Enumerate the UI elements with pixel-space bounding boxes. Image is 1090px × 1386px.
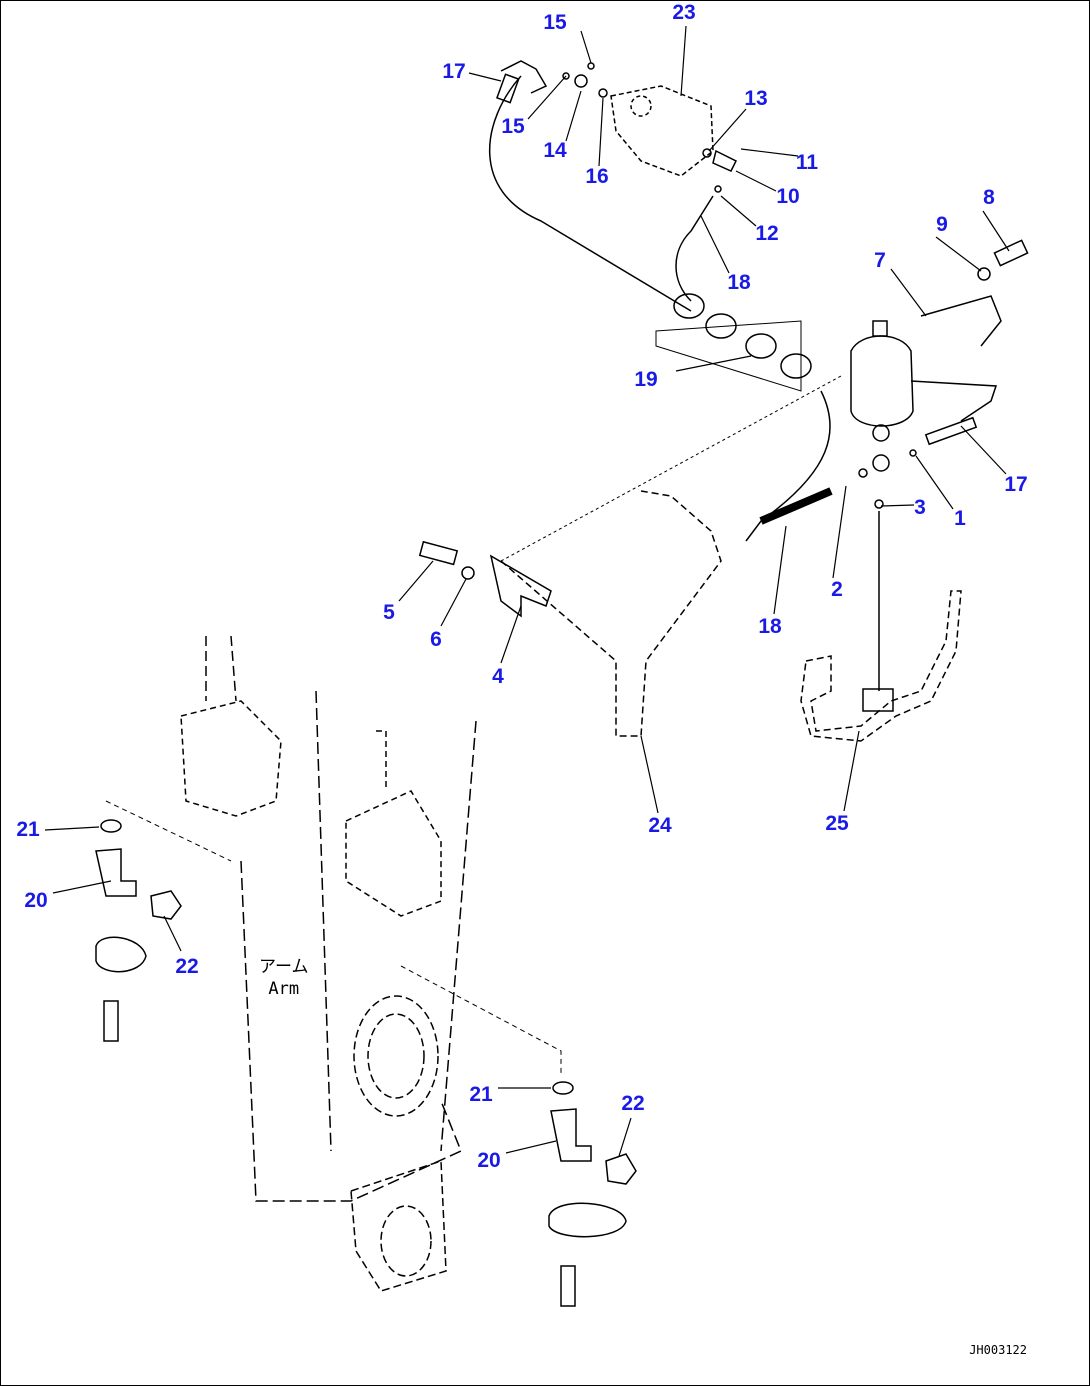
flange-25 — [862, 688, 894, 712]
hose-17-right — [910, 380, 998, 422]
pipe-25 — [800, 590, 962, 742]
callout-7: 7 — [874, 249, 886, 272]
bolt-right — [560, 1265, 576, 1307]
o-ring-21 — [100, 819, 122, 833]
callout-22: 22 — [175, 955, 199, 978]
arm-label: アーム Arm — [259, 956, 308, 1000]
arm-label-en: Arm — [268, 979, 300, 999]
callout-24: 24 — [648, 814, 672, 837]
callout-leaders — [44, 25, 1010, 1157]
hose-18 — [759, 487, 833, 525]
callout-23: 23 — [672, 1, 696, 24]
nut-22 — [150, 890, 182, 920]
bolt-8 — [993, 239, 1029, 267]
bracket-24 — [500, 490, 722, 737]
callout-17: 17 — [442, 60, 466, 83]
callout-2: 2 — [831, 578, 843, 601]
flange-half-b — [548, 1202, 627, 1238]
valve-23 — [610, 85, 714, 177]
accumulator — [850, 335, 914, 427]
callout-16: 16 — [585, 165, 609, 188]
callout-21: 21 — [469, 1083, 493, 1106]
hose-fitting — [500, 60, 548, 94]
callout-17: 17 — [1004, 473, 1028, 496]
hose-17 — [488, 75, 692, 312]
tee-1 — [872, 454, 890, 472]
callout-5: 5 — [383, 601, 395, 624]
callout-15: 15 — [501, 115, 525, 138]
arm-boss — [353, 995, 439, 1117]
callout-6: 6 — [430, 628, 442, 651]
washer-9 — [977, 267, 991, 281]
callout-8: 8 — [983, 186, 995, 209]
bolt-5 — [418, 540, 459, 566]
callout-20: 20 — [24, 889, 48, 912]
arm-label-jp: アーム — [259, 957, 309, 977]
callout-12: 12 — [755, 222, 779, 245]
elbow-20 — [95, 848, 137, 897]
hose-end-17 — [496, 73, 520, 104]
arm-joint-top — [180, 700, 282, 817]
callout-19: 19 — [634, 368, 658, 391]
callout-22: 22 — [621, 1092, 645, 1115]
bolt-left — [103, 1000, 119, 1042]
callout-3: 3 — [914, 496, 926, 519]
washer-6 — [461, 566, 475, 580]
bracket-4 — [489, 554, 552, 618]
nut-22b — [605, 1153, 637, 1185]
hose-end-17b — [924, 416, 978, 446]
callout-4: 4 — [492, 665, 504, 688]
arm-outline — [315, 690, 477, 1152]
callout-14: 14 — [543, 139, 567, 162]
callout-13: 13 — [744, 87, 768, 110]
callout-21: 21 — [16, 818, 40, 841]
callout-15: 15 — [543, 11, 567, 34]
callout-25: 25 — [825, 812, 849, 835]
callout-9: 9 — [936, 213, 948, 236]
clamp-7 — [920, 295, 1002, 347]
o-ring-21b — [552, 1081, 574, 1095]
hose-18-top — [675, 195, 714, 302]
callout-11: 11 — [795, 151, 819, 174]
callout-10: 10 — [776, 185, 800, 208]
callout-18: 18 — [758, 615, 782, 638]
elbow-20b — [550, 1108, 592, 1162]
callout-18: 18 — [727, 271, 751, 294]
fitting-14 — [574, 74, 588, 88]
drawing-code: JH003122 — [969, 1343, 1027, 1357]
callout-20: 20 — [477, 1149, 501, 1172]
clamp-19 — [673, 293, 705, 319]
callout-1: 1 — [954, 507, 966, 530]
tee-10 — [712, 149, 738, 172]
flange-half — [95, 936, 147, 973]
